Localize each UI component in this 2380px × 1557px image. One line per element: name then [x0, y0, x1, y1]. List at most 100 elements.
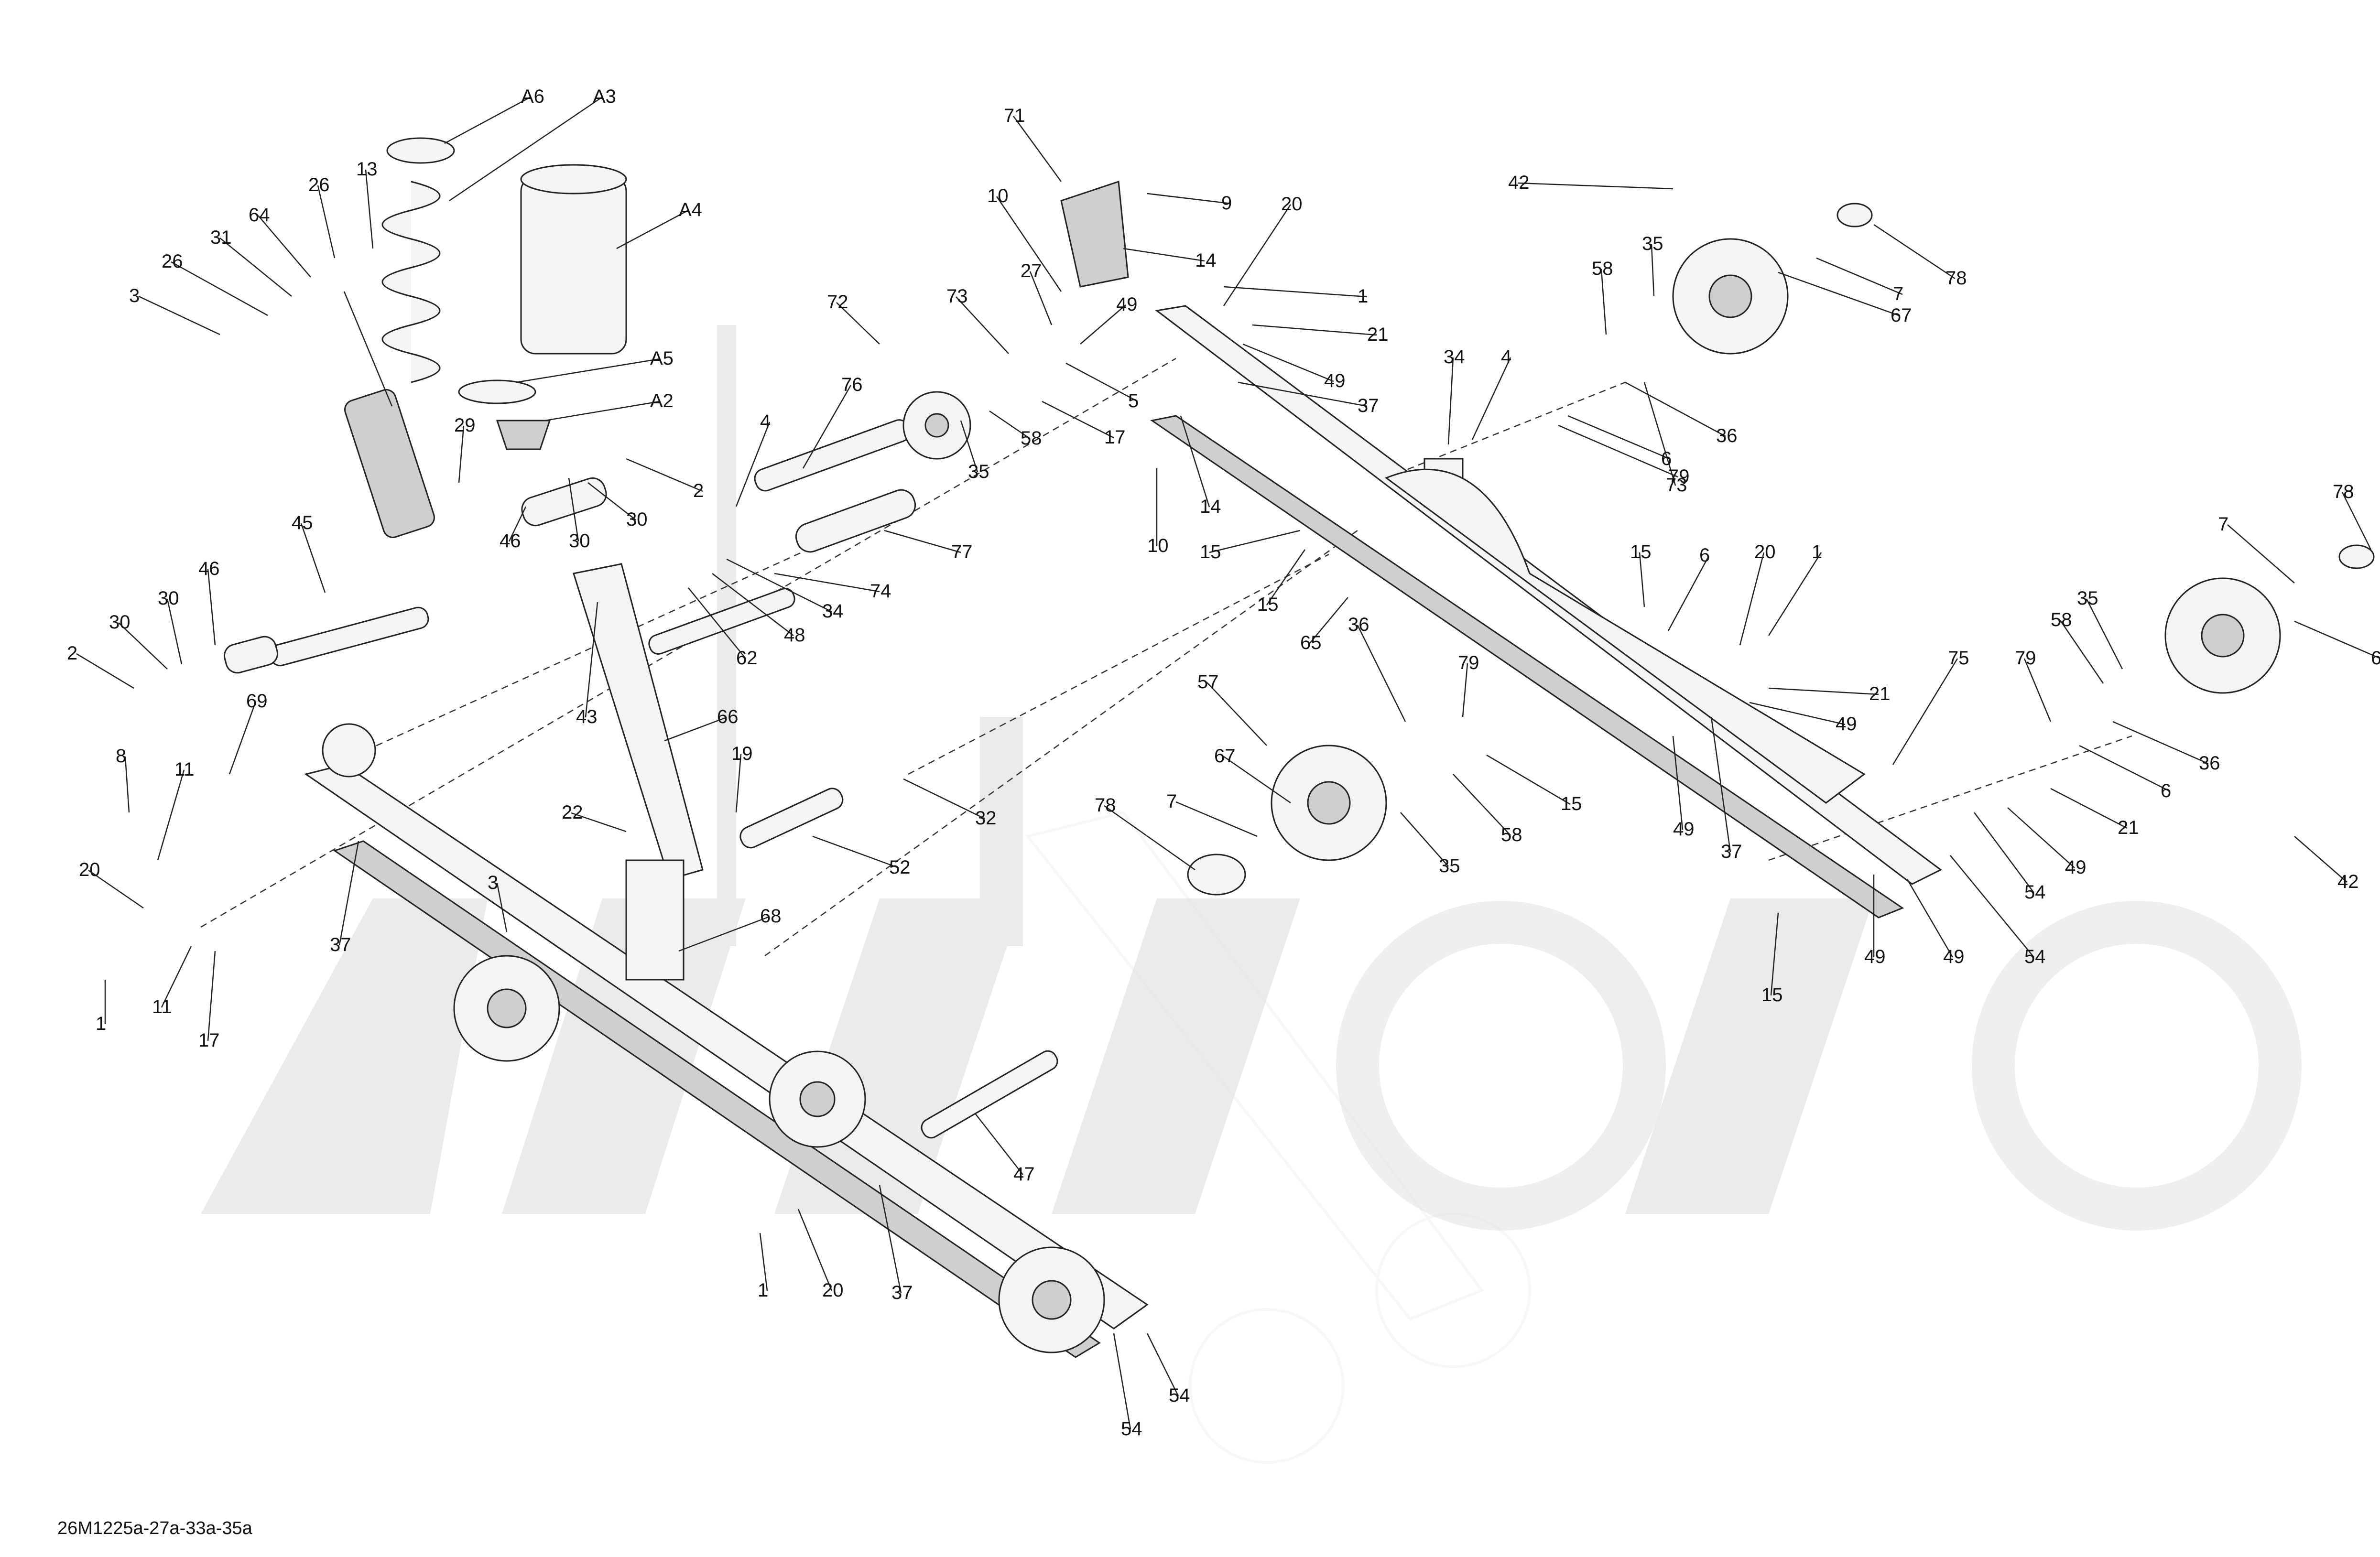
leader-line-42a [1517, 182, 1674, 190]
leader-line-75 [1892, 658, 1958, 765]
callout-35d: 35 [2077, 588, 2098, 609]
leader-line-49a [1080, 304, 1126, 345]
callout-67b: 67 [1214, 746, 1236, 767]
leader-line-1b [759, 1233, 768, 1291]
leader-line-62 [688, 587, 746, 659]
leader-line-36a [1625, 381, 1726, 437]
callout-36b: 36 [1348, 614, 1369, 635]
callout-73b: 73 [1666, 475, 1687, 496]
callout-42b: 42 [2337, 871, 2359, 892]
callout-6a: 6 [1661, 448, 1672, 469]
leader-line-35b [1651, 244, 1655, 297]
callout-15b: 15 [1257, 594, 1279, 615]
callout-1b: 1 [758, 1280, 768, 1301]
leader-line-78a [1873, 224, 1956, 280]
leader-line-58c [1453, 774, 1511, 836]
watermark-logo [201, 325, 2302, 1231]
leader-line-71 [1012, 116, 1062, 182]
left-rail [304, 563, 1149, 1358]
leader-line-66 [664, 716, 727, 742]
leader-line-10a [996, 196, 1062, 292]
leader-line-36b [1357, 625, 1406, 722]
leader-line-15b [1266, 549, 1306, 606]
callout-45: 45 [292, 512, 313, 533]
callout-49e: 49 [1864, 946, 1886, 967]
leader-line-43 [585, 602, 598, 718]
callout-58d: 58 [2051, 609, 2072, 630]
callout-19: 19 [731, 743, 753, 764]
leader-line-20c [1223, 204, 1292, 306]
leader-line-29 [458, 425, 465, 483]
callout-49d: 49 [1673, 819, 1695, 840]
leader-line-15e [1770, 912, 1779, 996]
leader-line-7c [2227, 524, 2295, 584]
callout-3b: 3 [488, 872, 498, 893]
leader-line-72 [836, 302, 880, 345]
leader-line-3a [138, 295, 220, 335]
callout-78a: 78 [1945, 268, 1967, 289]
callout-75: 75 [1948, 648, 1969, 669]
leader-line-26a [317, 185, 336, 259]
callout-29: 29 [454, 415, 476, 436]
callout-7b: 7 [1166, 791, 1177, 812]
leader-line-17a [207, 951, 216, 1041]
callout-34b: 34 [1444, 346, 1465, 368]
leader-line-A2 [544, 400, 660, 422]
callout-11b: 11 [152, 996, 172, 1017]
leader-line-27 [1029, 271, 1053, 325]
callout-20c: 20 [1281, 194, 1303, 215]
leader-line-54d [1950, 855, 2034, 958]
leader-line-77 [884, 530, 961, 553]
leader-line-73 [956, 296, 1009, 354]
leader-line-42b [2294, 836, 2347, 883]
leader-line-5 [1065, 362, 1138, 402]
callout-13: 13 [356, 159, 378, 180]
callout-7a: 7 [1893, 283, 1903, 304]
callout-49b: 49 [1324, 370, 1346, 391]
callout-22: 22 [562, 802, 583, 823]
leader-line-57 [1206, 682, 1267, 746]
leader-line-15a [1209, 530, 1301, 553]
leader-line-11a [157, 769, 185, 861]
leader-line-64 [258, 215, 311, 278]
leader-line-49d [1672, 735, 1684, 830]
callout-79a: 79 [1668, 466, 1690, 487]
callout-48: 48 [784, 625, 805, 646]
leader-line-35a [960, 420, 978, 473]
callout-77: 77 [951, 541, 973, 562]
leader-line-58a [989, 410, 1031, 440]
leader-line-54a [1113, 1333, 1131, 1430]
callout-54d: 54 [2024, 946, 2046, 967]
callout-21b: 21 [1869, 683, 1891, 704]
leader-line-35c [1400, 812, 1449, 867]
callout-7c: 7 [2218, 514, 2228, 535]
leader-line-49f [1906, 879, 1954, 958]
callout-A4: A4 [679, 199, 702, 220]
callout-54c: 54 [2024, 882, 2046, 903]
leader-line-79a [1558, 424, 1678, 478]
leader-line-58d [2059, 620, 2104, 684]
leader-line-74 [774, 573, 880, 593]
leader-line-54c [1973, 812, 2035, 893]
callout-20a: 20 [79, 859, 100, 880]
callout-66: 66 [717, 706, 739, 727]
leader-line-1d [1768, 552, 1822, 636]
callout-30b: 30 [626, 509, 648, 530]
callout-17b: 17 [1104, 427, 1126, 448]
callout-1a: 1 [96, 1013, 106, 1034]
leader-line-68 [678, 916, 770, 952]
callout-78c: 78 [2333, 481, 2354, 502]
leader-line-78b [1104, 805, 1195, 871]
callout-58b: 58 [1592, 258, 1613, 279]
callout-64: 64 [249, 205, 270, 226]
leader-line-15c [1486, 754, 1571, 805]
callout-34a: 34 [822, 601, 844, 622]
callout-17a: 17 [198, 1030, 220, 1051]
callout-10a: 10 [987, 185, 1009, 206]
leader-line-21c [2050, 788, 2128, 829]
callout-62: 62 [736, 648, 758, 669]
leader-line-2a [626, 458, 703, 492]
leader-line-67a [1778, 271, 1901, 317]
leader-line-13 [365, 169, 374, 249]
